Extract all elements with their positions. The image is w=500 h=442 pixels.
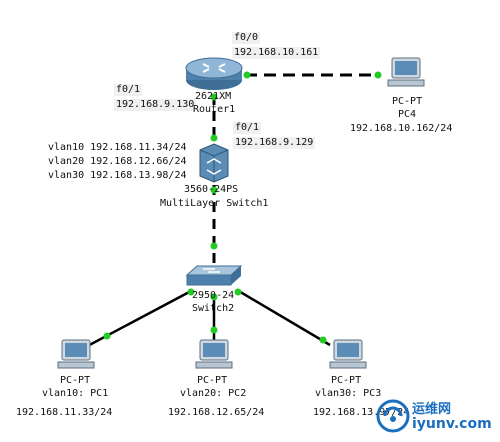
mls-model-label: 3560-24PS xyxy=(184,184,239,195)
port-dot xyxy=(210,326,218,334)
port-dot xyxy=(319,336,327,344)
vlan30-name: vlan30 xyxy=(48,170,85,181)
pc3-name-label: vlan30: PC3 xyxy=(315,388,382,399)
switch2-name-label: Switch2 xyxy=(192,303,235,314)
pc2-ip-label: 192.168.12.65/24 xyxy=(168,407,265,418)
vlan10-ip: 192.168.11.34/24 xyxy=(90,142,187,153)
router-f01-port-label: f0/1 xyxy=(114,84,143,96)
pc4-type-label: PC-PT xyxy=(392,96,423,107)
pc1-type-label: PC-PT xyxy=(60,375,91,386)
vlan10-label: vlan10 192.168.11.34/24 xyxy=(48,142,186,154)
site-watermark: 运维网 iyunv.com xyxy=(376,396,494,436)
port-dot xyxy=(103,332,111,340)
pc2-name-label: vlan20: PC2 xyxy=(180,388,247,399)
port-dot xyxy=(210,186,218,194)
watermark-line2: iyunv.com xyxy=(412,416,492,432)
pc3-icon[interactable] xyxy=(329,339,367,369)
port-dot xyxy=(210,134,218,142)
vlan10-name: vlan10 xyxy=(48,142,85,153)
router-name-label: Router1 xyxy=(193,104,236,115)
pc2-type-label: PC-PT xyxy=(197,375,228,386)
pc2-icon[interactable] xyxy=(195,339,233,369)
switch-icon[interactable] xyxy=(185,265,243,286)
pc1-name-label: vlan10: PC1 xyxy=(42,388,109,399)
port-dot xyxy=(210,293,218,301)
mls-name-label: MultiLayer Switch1 xyxy=(160,198,269,209)
router-icon[interactable] xyxy=(185,57,243,90)
pc4-name-label: PC4 xyxy=(398,109,417,120)
pc3-type-label: PC-PT xyxy=(331,375,362,386)
pc4-icon[interactable] xyxy=(387,57,425,87)
port-dot xyxy=(187,288,195,296)
router-f00-port-label: f0/0 xyxy=(232,32,261,44)
router-f00-ip-label: 192.168.10.161 xyxy=(232,47,321,59)
link-switch2-pc1 xyxy=(79,288,194,352)
pc3-ip-label: 192.168.13.97/24 xyxy=(313,407,410,418)
vlan30-label: vlan30 192.168.13.98/24 xyxy=(48,170,186,182)
vlan20-label: vlan20 192.168.12.66/24 xyxy=(48,156,186,168)
vlan30-ip: 192.168.13.98/24 xyxy=(90,170,187,181)
port-indicators xyxy=(103,71,382,344)
links xyxy=(79,73,380,352)
pc1-icon[interactable] xyxy=(57,339,95,369)
mls-f01-port-label: f0/1 xyxy=(233,122,262,134)
watermark-line1: 运维网 xyxy=(412,402,452,417)
mls-f01-ip-label: 192.168.9.129 xyxy=(233,137,316,149)
link-switch2-pc3 xyxy=(236,288,331,347)
multilayer-switch-icon[interactable] xyxy=(199,143,229,183)
vlan20-name: vlan20 xyxy=(48,156,85,167)
port-dot xyxy=(243,71,251,79)
vlan20-ip: 192.168.12.66/24 xyxy=(90,156,187,167)
port-dot xyxy=(210,242,218,250)
port-dot xyxy=(374,71,382,79)
port-dot xyxy=(234,288,242,296)
port-dot xyxy=(210,93,218,101)
watermark-logo-icon xyxy=(376,399,410,433)
pc1-ip-label: 192.168.11.33/24 xyxy=(16,407,113,418)
pc4-ip-label: 192.168.10.162/24 xyxy=(350,123,453,134)
router-model-label: 2621XM xyxy=(195,91,232,102)
switch2-model-label: 2950-24 xyxy=(192,290,235,301)
router-f01-ip-label: 192.168.9.130 xyxy=(114,99,197,111)
